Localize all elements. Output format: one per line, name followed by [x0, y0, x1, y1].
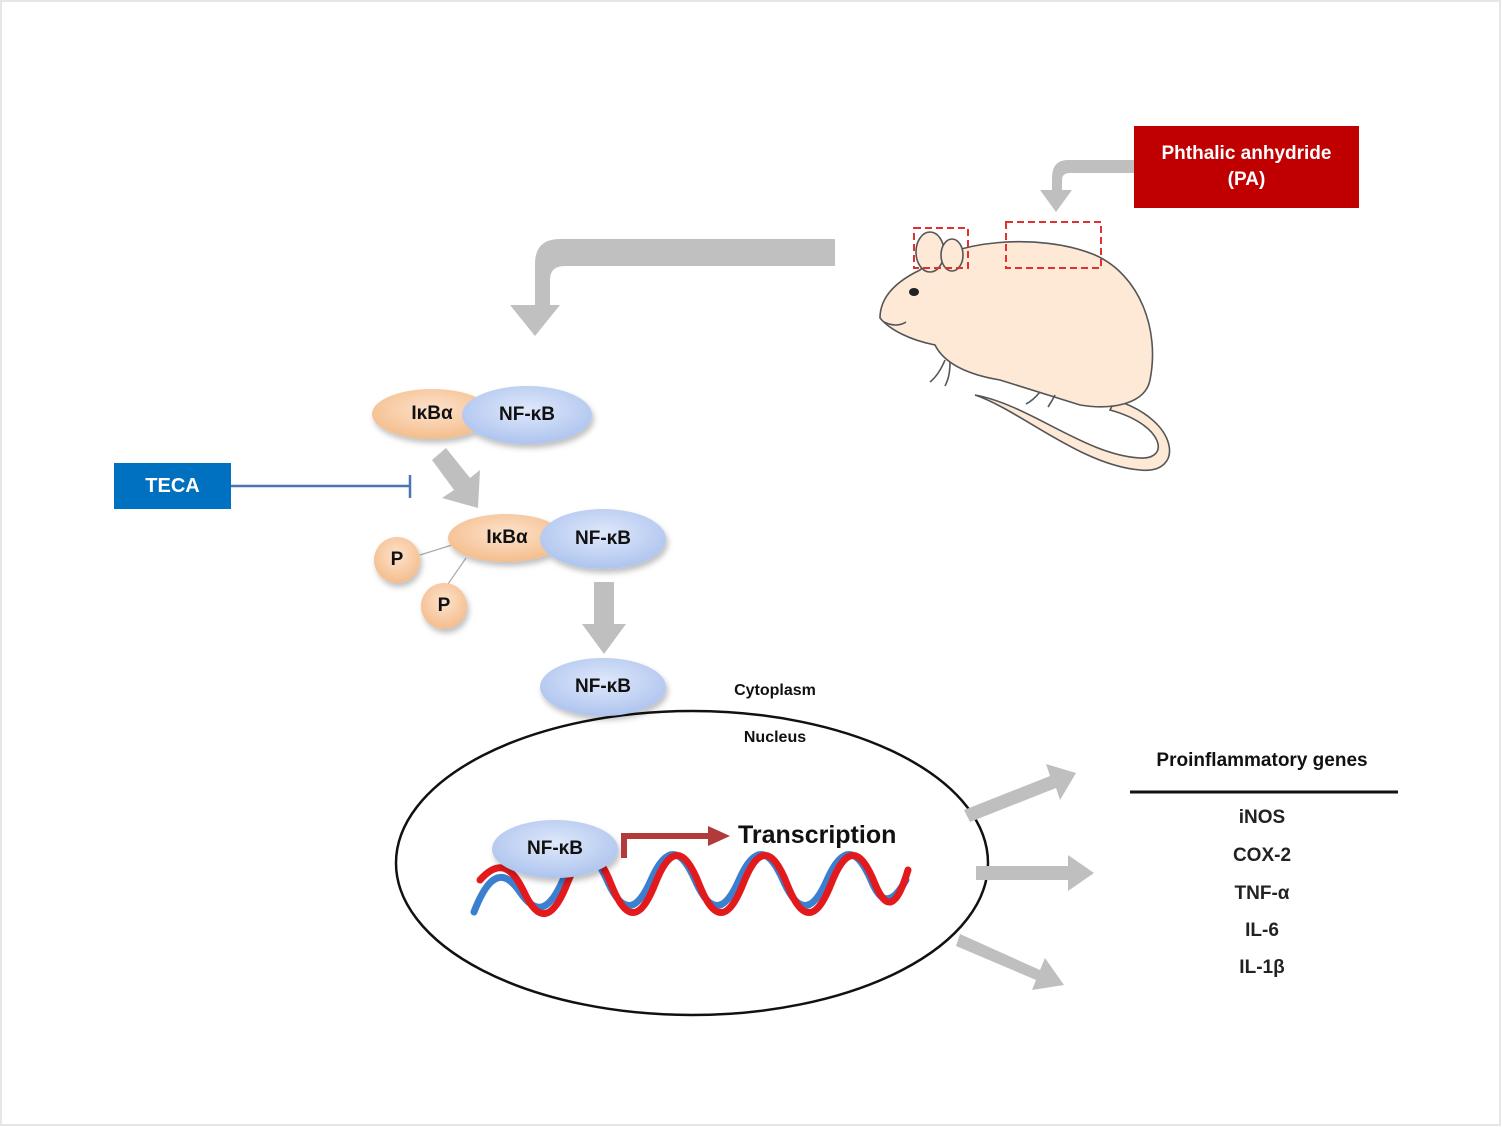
- gene-item: TNF-α: [1234, 883, 1290, 904]
- teca-box: TECA: [114, 463, 231, 509]
- complex2-shapes: [374, 509, 666, 629]
- cytoplasm-label: Cytoplasm: [734, 682, 816, 699]
- transcription-arrow: [621, 826, 730, 858]
- nuclear-nfkb-label: NF-κB: [527, 838, 583, 859]
- phosphorylation-arrow: [432, 448, 480, 508]
- dna-helix: [470, 851, 912, 917]
- gene-item: iNOS: [1238, 807, 1286, 828]
- phthalic-anhydride-box: Phthalic anhydride (PA): [1134, 126, 1359, 208]
- genes-title: Proinflammatory genes: [1156, 750, 1368, 771]
- output-arrows: [956, 764, 1094, 990]
- phospho-label-1: P: [390, 549, 404, 570]
- gene-item: COX-2: [1232, 845, 1292, 866]
- free-nfkb-label: NF-κB: [575, 676, 631, 697]
- complex2-nfkb-label: NF-κB: [575, 528, 631, 549]
- complex1-shapes: [372, 386, 592, 444]
- complex2-ikba-label: IκBα: [486, 527, 528, 548]
- transcription-label: Transcription: [738, 821, 897, 849]
- release-arrow: [582, 582, 626, 654]
- mouse-to-pathway-arrow: [510, 239, 835, 336]
- mouse-icon: [879, 231, 1171, 471]
- pa-arrow: [1040, 160, 1134, 212]
- nucleus-label: Nucleus: [743, 729, 807, 746]
- teca-label: TECA: [145, 474, 200, 497]
- phospho-label-2: P: [437, 595, 451, 616]
- gene-item: IL-6: [1245, 920, 1279, 941]
- nuclear-nfkb-shape: [492, 820, 618, 878]
- pa-label-line1: Phthalic anhydride: [1161, 143, 1332, 164]
- phospho-link-2: [447, 557, 467, 585]
- gene-item: IL-1β: [1239, 957, 1285, 978]
- ear-region-box: [913, 227, 969, 269]
- complex1-nfkb-label: NF-κB: [499, 404, 555, 425]
- complex1-ikba-label: IκBα: [411, 403, 453, 424]
- phospho-link-1: [419, 544, 453, 556]
- free-nfkb-shape: [540, 658, 666, 716]
- pa-label-line2: (PA): [1227, 169, 1266, 190]
- back-region-box: [1005, 221, 1102, 269]
